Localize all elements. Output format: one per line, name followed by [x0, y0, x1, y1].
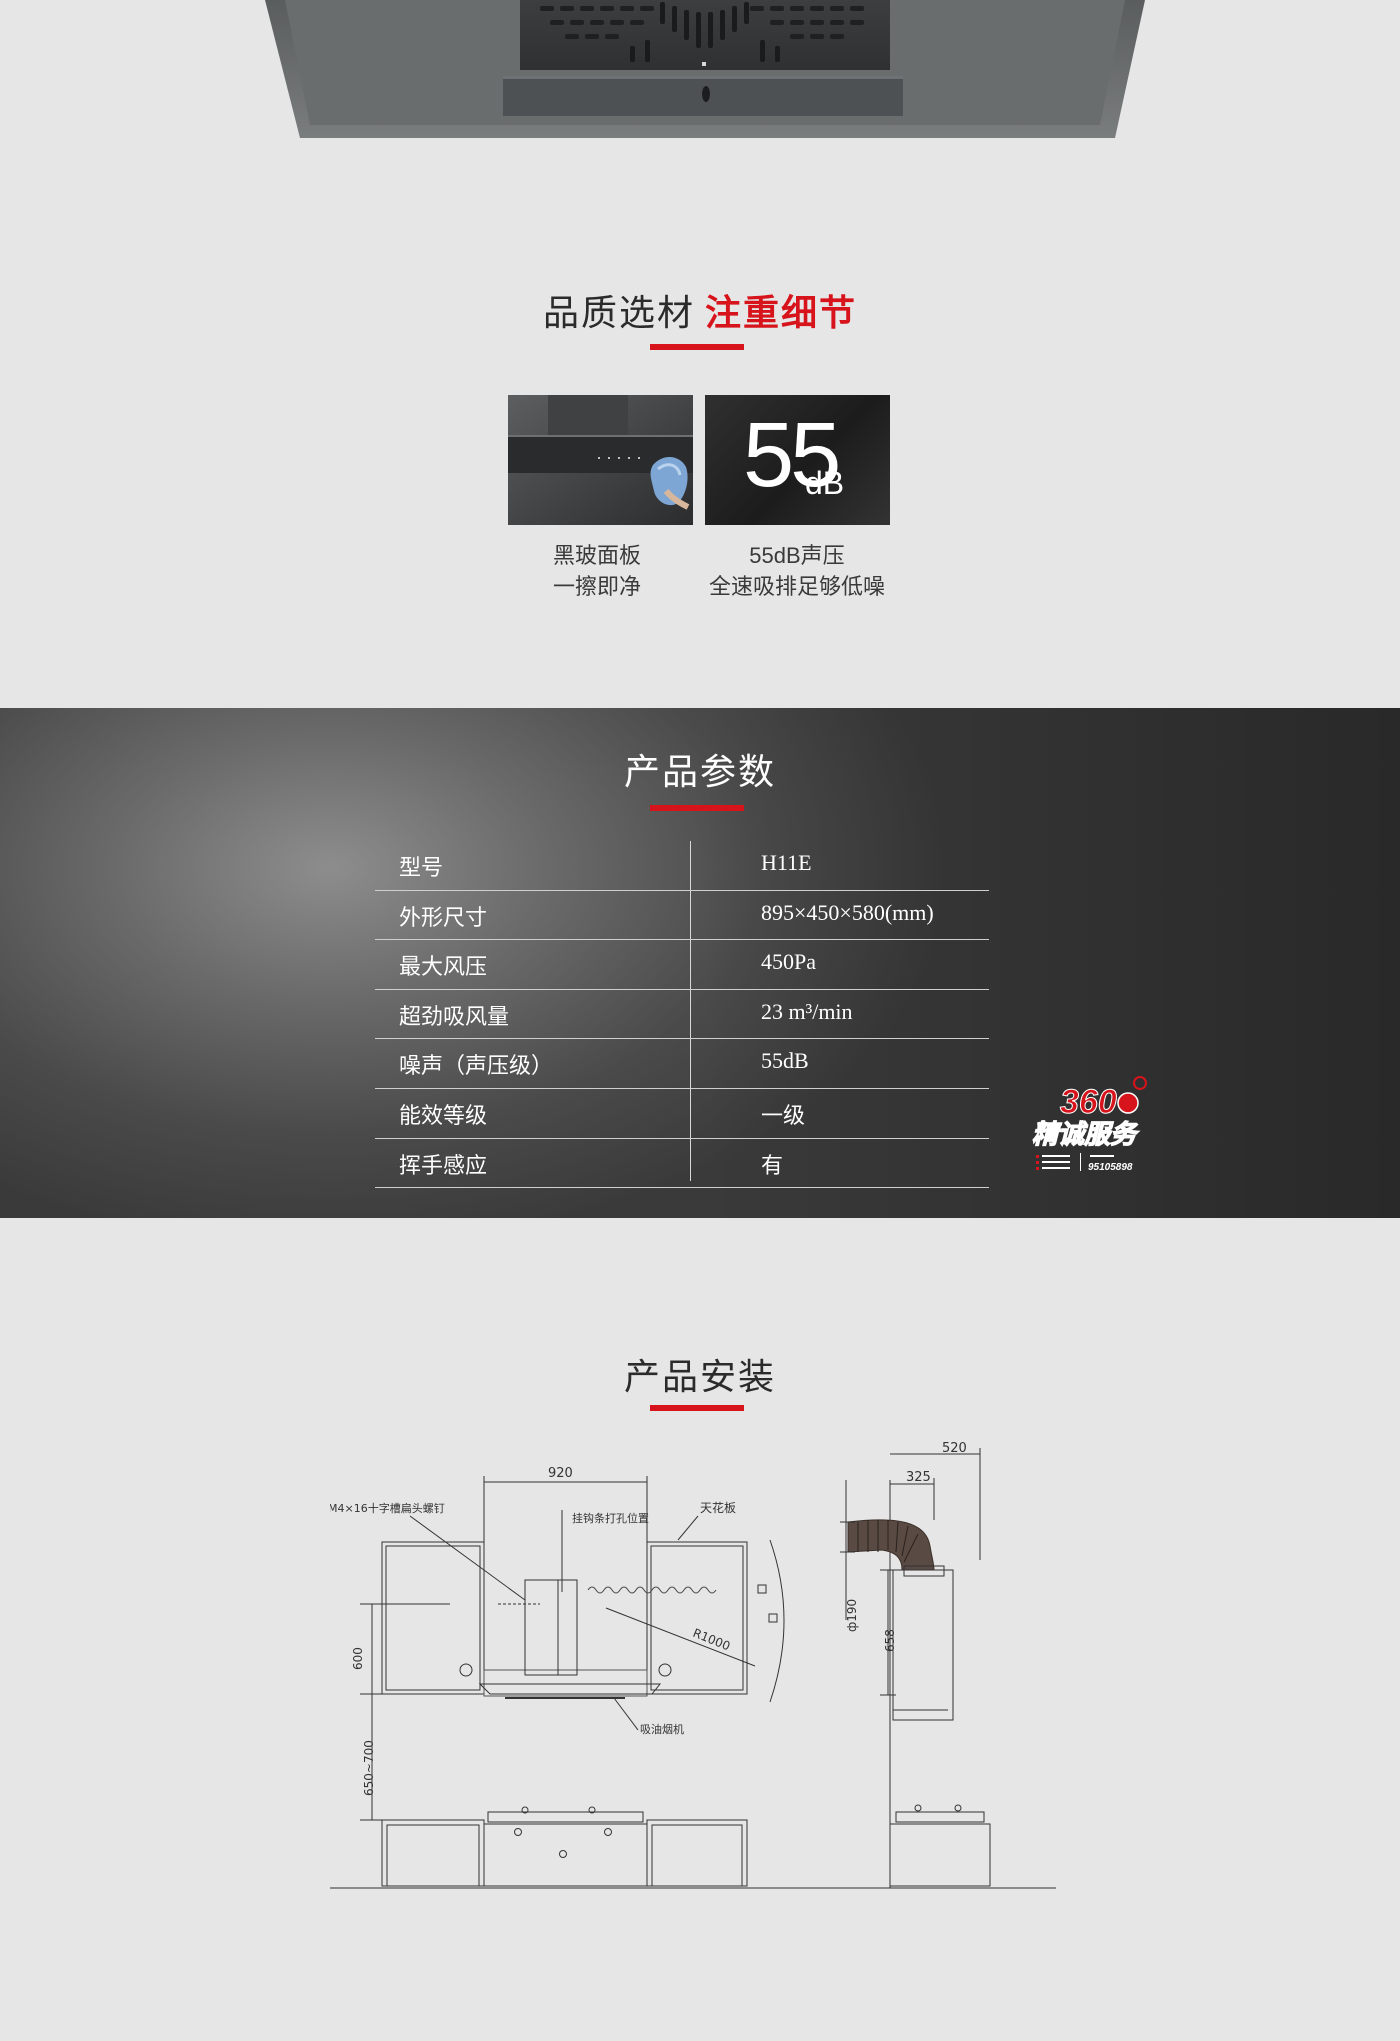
param-row: 型号 H11E	[375, 841, 989, 891]
feature-caption-noise: 55dB声压 全速吸排足够低噪	[667, 540, 927, 602]
dim-dia190: ф190	[845, 1599, 859, 1632]
param-row: 能效等级 一级	[375, 1089, 989, 1139]
dim-520: 520	[942, 1441, 967, 1456]
dim-920: 920	[548, 1466, 573, 1481]
feature-caption-line: 黑玻面板	[552, 543, 641, 568]
param-row: 超劲吸风量 23 m³/min	[375, 990, 989, 1040]
unit-db: dB	[805, 465, 845, 501]
feature-caption-line: 一擦即净	[552, 574, 641, 599]
param-key: 超劲吸风量	[399, 1003, 510, 1029]
badge-text: 精诚服务	[1032, 1119, 1140, 1149]
big-number-55: 55	[743, 404, 841, 506]
label-ceiling: 天花板	[700, 1500, 736, 1515]
feature-caption-glass: 黑玻面板 一擦即净	[467, 540, 727, 602]
param-value: 有	[761, 1152, 784, 1178]
param-value: 23 m³/min	[761, 998, 853, 1024]
badge-phone: 95105898	[1088, 1162, 1133, 1173]
glass-panel-image	[508, 395, 693, 525]
dim-325: 325	[906, 1470, 931, 1485]
param-key: 噪声（声压级）	[399, 1053, 554, 1079]
quality-title-highlight: 注重细节	[705, 292, 858, 333]
param-key: 最大风压	[399, 954, 488, 980]
dim-658: 658	[883, 1629, 897, 1652]
quality-title-prefix: 品质选材	[542, 292, 695, 333]
param-row: 最大风压 450Pa	[375, 940, 989, 990]
range-hood-image	[265, 0, 1145, 138]
params-section: 产品参数 型号 H11E 外形尺寸 895×450×580(mm) 最大风压 4…	[0, 708, 1400, 1218]
params-section-title: 产品参数	[623, 751, 776, 792]
param-key: 挥手感应	[399, 1152, 488, 1178]
quality-title-underline	[650, 344, 744, 350]
label-hood: 吸油烟机	[640, 1722, 684, 1736]
param-key: 外形尺寸	[399, 904, 488, 930]
param-value: 55dB	[761, 1048, 809, 1074]
installation-diagram: R1000 920 M4×16十字槽扁头螺钉 挂钩条打孔位置 天花板 吸油烟机 …	[330, 1441, 1056, 1889]
badge-number: 360	[1060, 1083, 1117, 1121]
param-row: 挥手感应 有	[375, 1139, 989, 1189]
param-key: 能效等级	[399, 1102, 488, 1128]
noise-55db-image: 55 dB	[705, 395, 890, 525]
param-value: H11E	[761, 850, 812, 875]
quality-section-title: 品质选材注重细节	[0, 284, 1400, 336]
param-value: 895×450×580(mm)	[761, 899, 934, 925]
install-section-title: 产品安装	[623, 1356, 776, 1397]
param-row: 噪声（声压级） 55dB	[375, 1039, 989, 1089]
feature-caption-line: 55dB声压	[749, 543, 845, 568]
params-column-divider	[690, 841, 691, 1181]
params-title-underline	[650, 805, 744, 811]
param-row: 外形尺寸 895×450×580(mm)	[375, 891, 989, 941]
feature-caption-line: 全速吸排足够低噪	[708, 574, 885, 599]
service-360-badge-logo: 360 精诚服务 95105898	[1031, 1076, 1147, 1173]
dim-650-700: 650~700	[362, 1740, 376, 1796]
param-key: 型号	[399, 855, 444, 880]
params-table: 型号 H11E 外形尺寸 895×450×580(mm) 最大风压 450Pa …	[375, 841, 989, 1189]
label-hook-position: 挂钩条打孔位置	[572, 1511, 649, 1525]
label-screw: M4×16十字槽扁头螺钉	[330, 1501, 445, 1515]
param-value: 450Pa	[761, 949, 816, 975]
dim-600: 600	[351, 1647, 365, 1670]
install-title-underline	[650, 1405, 744, 1411]
param-value: 一级	[761, 1102, 806, 1128]
